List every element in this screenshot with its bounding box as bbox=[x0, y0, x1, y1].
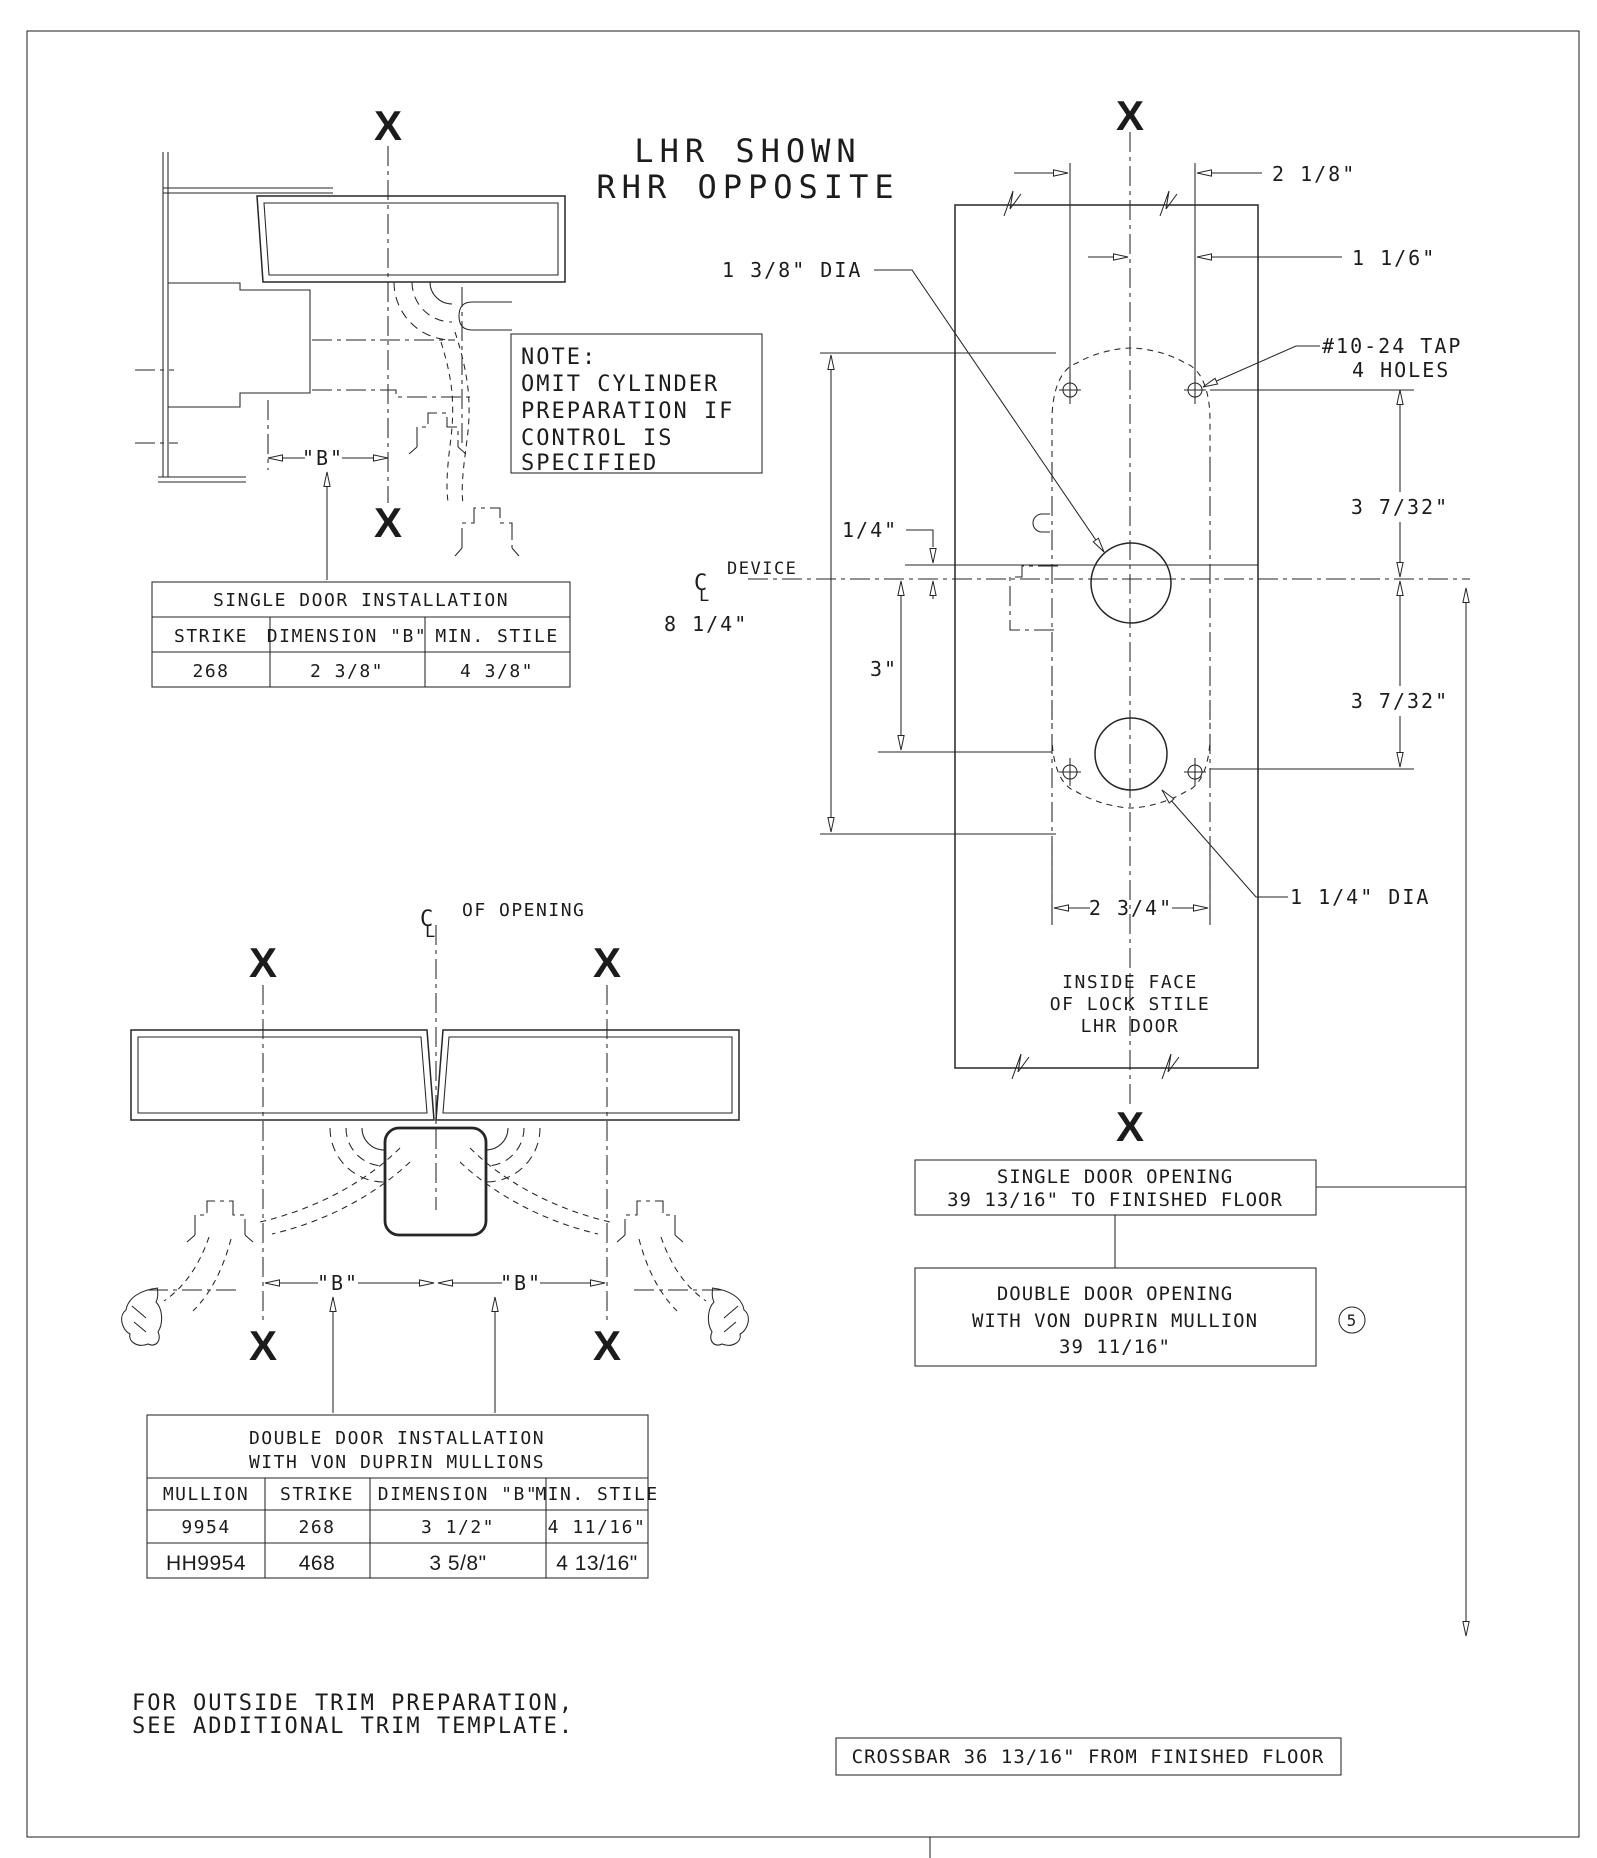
single-table-title: SINGLE DOOR INSTALLATION bbox=[213, 590, 509, 611]
double-table-title-line2: WITH VON DUPRIN MULLIONS bbox=[249, 1452, 545, 1473]
dim-3-7-32-top: 3 7/32" bbox=[1351, 495, 1449, 519]
double-table-title-line1: DOUBLE DOOR INSTALLATION bbox=[249, 1428, 545, 1449]
ref-number-badge: 5 bbox=[1347, 1311, 1358, 1330]
double-table-header-dimension-b: DIMENSION "B" bbox=[378, 1484, 538, 1505]
double-table-cell-alt: HH9954 bbox=[166, 1552, 246, 1575]
double-table-header-mullion: MULLION bbox=[163, 1484, 249, 1505]
double-door-left-half bbox=[121, 985, 435, 1346]
single-opening-line2: 39 13/16" TO FINISHED FLOOR bbox=[947, 1189, 1283, 1211]
x-mark: X bbox=[249, 1322, 277, 1369]
single-door-table: SINGLE DOOR INSTALLATION STRIKE DIMENSIO… bbox=[151, 581, 571, 688]
opening-height-boxes: SINGLE DOOR OPENING 39 13/16" TO FINISHE… bbox=[914, 1159, 1466, 1367]
dim-b-right: "B" bbox=[500, 1271, 542, 1295]
double-door-section-drawing: C L OF OPENING X X X X "B" "B" bbox=[121, 900, 750, 1413]
single-table-header-min-stile: MIN. STILE bbox=[435, 626, 558, 647]
double-table-header-min-stile: MIN. STILE bbox=[535, 1484, 658, 1505]
double-table-cell: 268 bbox=[298, 1517, 335, 1538]
x-mark: X bbox=[593, 939, 621, 986]
trim-note-line1: FOR OUTSIDE TRIM PREPARATION, bbox=[132, 1691, 574, 1716]
dim-2-1-8: 2 1/8" bbox=[1272, 162, 1356, 186]
note-line2: OMIT CYLINDER bbox=[521, 372, 719, 397]
single-table-cell: 2 3/8" bbox=[310, 661, 384, 682]
x-mark: X bbox=[374, 499, 402, 546]
dim-3-7-32-bottom: 3 7/32" bbox=[1351, 689, 1449, 713]
callout-dia-top: 1 3/8" DIA bbox=[722, 258, 862, 282]
inside-face-line3: LHR DOOR bbox=[1081, 1016, 1180, 1037]
callout-tap-line2: 4 HOLES bbox=[1352, 358, 1450, 382]
x-mark: X bbox=[1116, 1103, 1144, 1150]
double-table-cell: 3 1/2" bbox=[421, 1517, 495, 1538]
of-opening-label: OF OPENING bbox=[462, 900, 585, 921]
callout-tap-line1: #10-24 TAP bbox=[1322, 334, 1462, 358]
double-opening-line2: WITH VON DUPRIN MULLION bbox=[972, 1310, 1258, 1332]
x-mark: X bbox=[249, 939, 277, 986]
single-opening-line1: SINGLE DOOR OPENING bbox=[997, 1166, 1233, 1188]
centerline-symbol-c: C bbox=[420, 907, 435, 932]
centerline-symbol-c: C bbox=[694, 571, 709, 596]
single-table-cell: 268 bbox=[192, 661, 229, 682]
dim-b-left: "B" bbox=[317, 1271, 359, 1295]
dim-3: 3" bbox=[870, 657, 898, 681]
note-box: NOTE: OMIT CYLINDER PREPARATION IF CONTR… bbox=[510, 333, 763, 476]
note-line1: NOTE: bbox=[521, 345, 597, 370]
inside-face-line2: OF LOCK STILE bbox=[1050, 994, 1210, 1015]
crossbar-label: CROSSBAR 36 13/16" FROM FINISHED FLOOR bbox=[852, 1746, 1325, 1768]
double-table-header-strike: STRIKE bbox=[280, 1484, 354, 1505]
trim-note: FOR OUTSIDE TRIM PREPARATION, SEE ADDITI… bbox=[132, 1691, 574, 1739]
note-line4: CONTROL IS bbox=[521, 426, 673, 451]
note-line5: SPECIFIED bbox=[521, 451, 658, 476]
hand-title-line2: RHR OPPOSITE bbox=[596, 168, 899, 206]
double-opening-line1: DOUBLE DOOR OPENING bbox=[997, 1283, 1233, 1305]
dim-8-1-4: 8 1/4" bbox=[664, 612, 748, 636]
x-mark: X bbox=[593, 1322, 621, 1369]
dim-2-3-4: 2 3/4" bbox=[1089, 896, 1173, 920]
dim-1-4: 1/4" bbox=[842, 518, 898, 542]
dim-1-1-6: 1 1/6" bbox=[1352, 246, 1436, 270]
single-table-header-dimension-b: DIMENSION "B" bbox=[267, 626, 427, 647]
lock-stile-template-drawing: X X 2 1/8" 1 1/6" #10-24 TAP 4 HOLES 1 3… bbox=[664, 92, 1470, 1637]
single-table-cell: 4 3/8" bbox=[460, 661, 534, 682]
note-line3: PREPARATION IF bbox=[521, 399, 734, 424]
crossbar-box: CROSSBAR 36 13/16" FROM FINISHED FLOOR bbox=[835, 1737, 1342, 1776]
centerline-symbol-l: L bbox=[425, 922, 437, 942]
single-door-section-drawing: X X "B" bbox=[135, 102, 566, 580]
double-table-cell-alt: 468 bbox=[299, 1552, 336, 1575]
inside-face-line1: INSIDE FACE bbox=[1062, 972, 1198, 993]
hand-title-line1: LHR SHOWN bbox=[634, 132, 861, 170]
sheet-border bbox=[26, 30, 1580, 1858]
device-label: DEVICE bbox=[727, 559, 797, 579]
double-door-table: DOUBLE DOOR INSTALLATION WITH VON DUPRIN… bbox=[146, 1414, 658, 1579]
double-table-cell-alt: 4 13/16" bbox=[556, 1552, 638, 1575]
trim-note-line2: SEE ADDITIONAL TRIM TEMPLATE. bbox=[132, 1714, 574, 1739]
x-mark: X bbox=[1116, 92, 1144, 139]
double-table-cell-alt: 3 5/8" bbox=[429, 1552, 486, 1575]
dim-b-single: "B" bbox=[302, 446, 344, 470]
single-table-header-strike: STRIKE bbox=[174, 626, 248, 647]
double-table-cell: 9954 bbox=[181, 1517, 230, 1538]
double-opening-line3: 39 11/16" bbox=[1059, 1336, 1171, 1358]
x-mark: X bbox=[374, 102, 402, 149]
centerline-symbol-l: L bbox=[699, 586, 711, 606]
callout-dia-bottom: 1 1/4" DIA bbox=[1290, 885, 1430, 909]
double-table-cell: 4 11/16" bbox=[548, 1517, 647, 1538]
